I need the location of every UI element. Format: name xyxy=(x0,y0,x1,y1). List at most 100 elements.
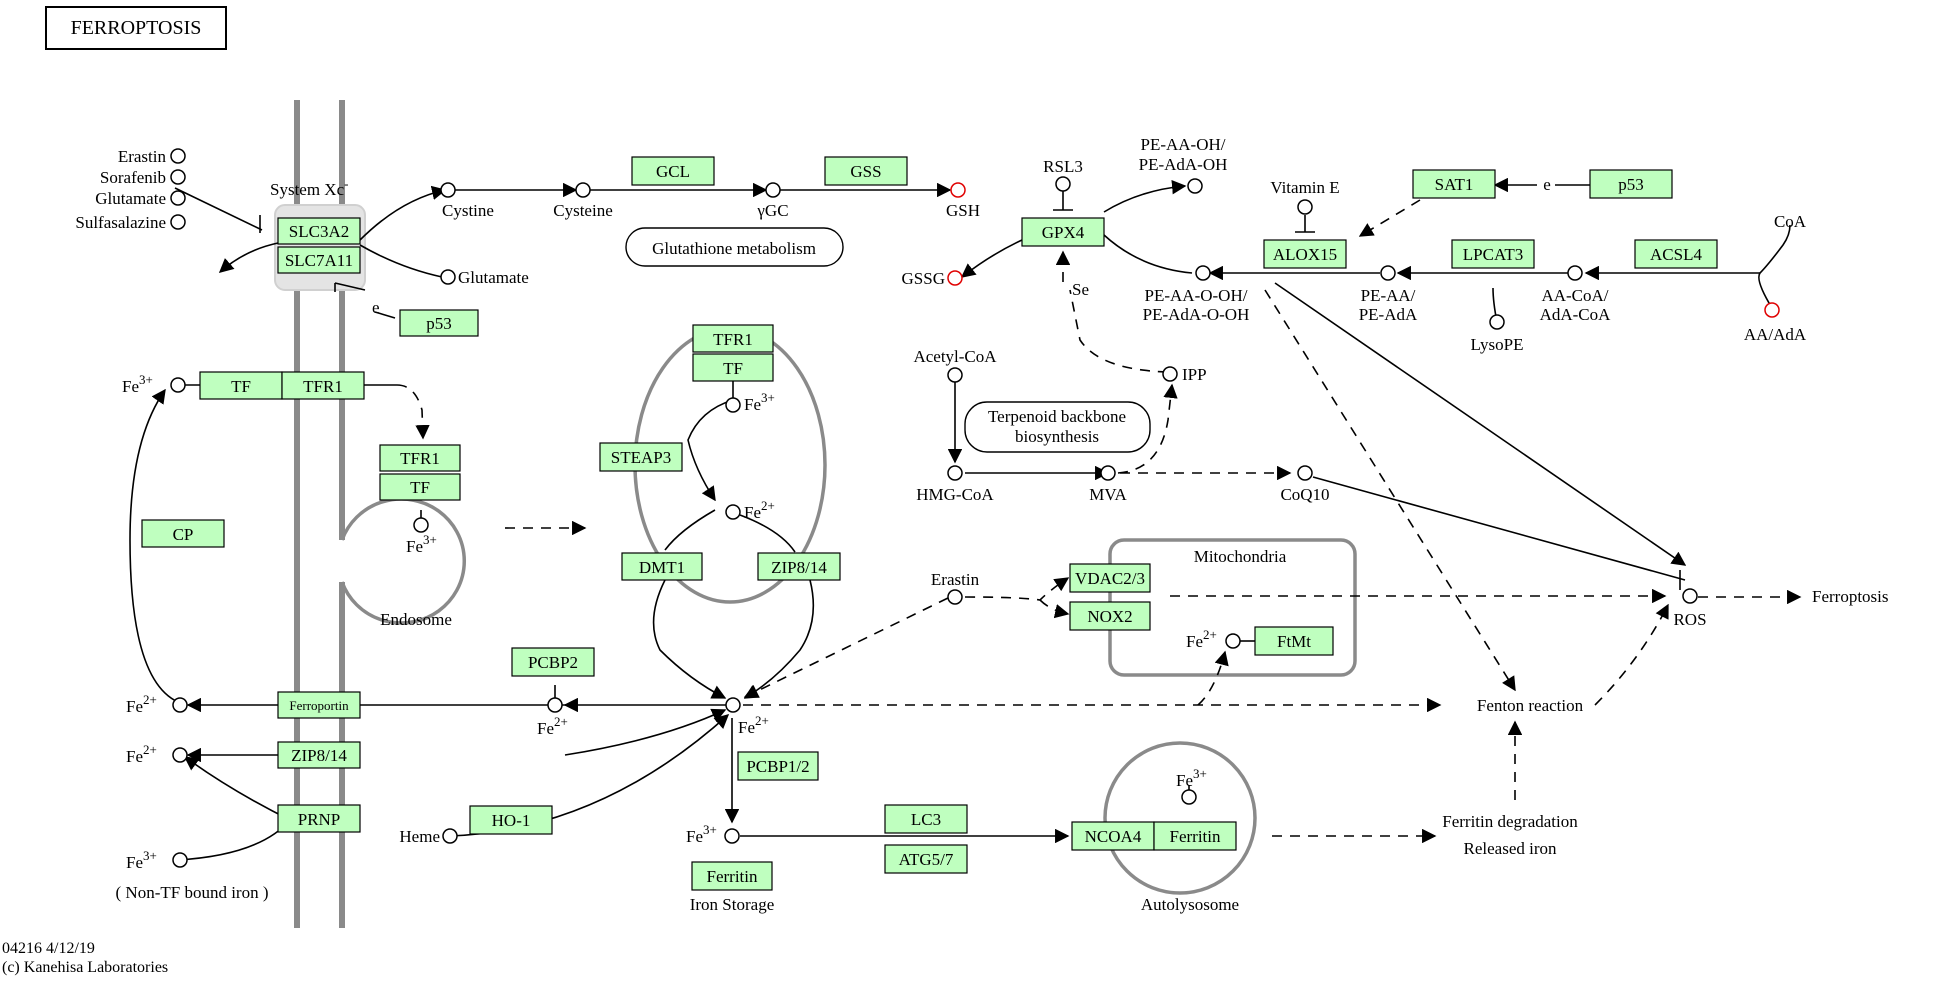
label-fe3-endosome: Fe3+ xyxy=(406,532,437,556)
gene-slc7a11[interactable]: SLC7A11 xyxy=(277,246,361,274)
label-ros: ROS xyxy=(1673,610,1706,629)
label-pe-aa-2: PE-AdA xyxy=(1359,305,1418,324)
fenton-ros-dash xyxy=(1594,603,1669,706)
node-ros[interactable] xyxy=(1682,588,1698,604)
gene-alox15[interactable]: ALOX15 xyxy=(1263,239,1347,269)
glutathione-metabolism-link[interactable] xyxy=(625,227,844,267)
gene-pcbp12[interactable]: PCBP1/2 xyxy=(737,751,819,781)
gene-atg57[interactable]: ATG5/7 xyxy=(884,844,968,874)
node-sorafenib[interactable] xyxy=(170,169,186,185)
node-erastin[interactable] xyxy=(170,148,186,164)
gene-vdac23[interactable]: VDAC2/3 xyxy=(1069,563,1151,593)
svg-text:Ferroportin: Ferroportin xyxy=(289,698,349,713)
node-fe2-zip[interactable] xyxy=(172,747,188,763)
gene-slc3a2[interactable]: SLC3A2 xyxy=(277,217,361,245)
gene-acsl4[interactable]: ACSL4 xyxy=(1634,239,1718,269)
gene-tf-membrane[interactable]: TF xyxy=(199,371,283,400)
gene-tf-vesicle[interactable]: TF xyxy=(692,353,774,382)
title-box xyxy=(45,6,227,50)
gene-tfr1-endosome[interactable]: TFR1 xyxy=(379,444,461,472)
node-fe2-vesicle[interactable] xyxy=(725,504,741,520)
node-fe2-export[interactable] xyxy=(172,697,188,713)
gene-dmt1[interactable]: DMT1 xyxy=(621,552,703,581)
node-fe3-nontf[interactable] xyxy=(172,852,188,868)
node-fe2-mito[interactable] xyxy=(1225,633,1241,649)
gene-cp[interactable]: CP xyxy=(141,519,225,548)
node-rsl3[interactable] xyxy=(1055,176,1071,192)
node-fe2-pcbp2[interactable] xyxy=(547,697,563,713)
gene-p53-left[interactable]: p53 xyxy=(399,309,479,337)
gene-ferroportin[interactable]: Ferroportin xyxy=(277,691,361,719)
label-se: Se xyxy=(1072,280,1089,299)
gene-ho1[interactable]: HO-1 xyxy=(469,805,553,835)
gene-lc3[interactable]: LC3 xyxy=(884,804,968,834)
gene-zip814-membrane[interactable]: ZIP8/14 xyxy=(277,741,361,769)
label-ferritin-deg-1: Ferritin degradation xyxy=(1442,812,1578,831)
node-mva[interactable] xyxy=(1100,465,1116,481)
gene-tfr1-vesicle[interactable]: TFR1 xyxy=(692,324,774,353)
label-fe3-tf: Fe3+ xyxy=(122,372,153,396)
gene-prnp[interactable]: PRNP xyxy=(277,804,361,833)
node-fe2-cytosol[interactable] xyxy=(725,697,741,713)
node-erastin-2[interactable] xyxy=(947,589,963,605)
node-coq10[interactable] xyxy=(1297,465,1313,481)
node-ygc[interactable] xyxy=(765,182,781,198)
gene-ncoa4[interactable]: NCOA4 xyxy=(1071,821,1155,851)
label-fe2-mito: Fe2+ xyxy=(1186,627,1217,651)
gene-nox2[interactable]: NOX2 xyxy=(1069,601,1151,631)
node-fe3-storage[interactable] xyxy=(724,828,740,844)
gene-p53-right[interactable]: p53 xyxy=(1589,169,1673,199)
label-e-right: e xyxy=(1543,175,1551,194)
gene-pcbp2[interactable]: PCBP2 xyxy=(511,647,595,677)
arrow-peooh-ros xyxy=(1274,282,1687,566)
node-gsh[interactable] xyxy=(950,182,966,198)
svg-text:NCOA4: NCOA4 xyxy=(1085,827,1142,846)
node-pe-aa-oh[interactable] xyxy=(1187,178,1203,194)
node-lysope[interactable] xyxy=(1489,314,1505,330)
gene-sat1[interactable]: SAT1 xyxy=(1412,169,1496,199)
gene-lpcat3[interactable]: LPCAT3 xyxy=(1451,239,1535,269)
tfr1-endocytosis-dash xyxy=(396,384,430,440)
node-fe3-tf[interactable] xyxy=(170,377,186,393)
label-aacoa-2: AdA-CoA xyxy=(1540,305,1612,324)
gene-tf-endosome[interactable]: TF xyxy=(379,473,461,501)
node-cystine[interactable] xyxy=(440,182,456,198)
node-pe-ooh[interactable] xyxy=(1195,265,1211,281)
node-fe3-endosome[interactable] xyxy=(413,517,429,533)
terpenoid-link[interactable] xyxy=(964,401,1151,453)
gene-zip814-vesicle[interactable]: ZIP8/14 xyxy=(757,552,841,581)
gene-steap3[interactable]: STEAP3 xyxy=(599,442,683,472)
label-e-left: e xyxy=(372,298,380,317)
label-vitamin-e: Vitamin E xyxy=(1270,178,1339,197)
node-ipp[interactable] xyxy=(1162,366,1178,382)
node-aa-coa[interactable] xyxy=(1567,265,1583,281)
gene-gss[interactable]: GSS xyxy=(824,156,908,186)
gene-ferritin-autolysosome[interactable]: Ferritin xyxy=(1153,821,1237,851)
label-heme: Heme xyxy=(399,827,440,846)
node-cysteine[interactable] xyxy=(575,182,591,198)
node-fe3-vesicle[interactable] xyxy=(725,397,741,413)
zip-mem-arrow xyxy=(564,708,727,756)
node-glutamate-out[interactable] xyxy=(440,269,456,285)
node-heme[interactable] xyxy=(442,828,458,844)
gene-gpx4[interactable]: GPX4 xyxy=(1021,217,1105,247)
node-fe3-autolysosome[interactable] xyxy=(1181,789,1197,805)
svg-text:LPCAT3: LPCAT3 xyxy=(1463,245,1523,264)
node-acetyl-coa[interactable] xyxy=(947,367,963,383)
gene-tfr1-membrane[interactable]: TFR1 xyxy=(281,371,365,400)
node-hmg-coa[interactable] xyxy=(947,465,963,481)
dmt1-fe2-arrow xyxy=(652,579,727,699)
gene-gcl[interactable]: GCL xyxy=(631,156,715,186)
fe2-zip-line xyxy=(739,514,796,553)
node-sulfasalazine[interactable] xyxy=(170,214,186,230)
label-erastin-2: Erastin xyxy=(931,570,980,589)
gene-ferritin-storage[interactable]: Ferritin xyxy=(691,861,773,891)
node-gssg[interactable] xyxy=(947,270,963,286)
node-pe-aa[interactable] xyxy=(1380,265,1396,281)
node-aa-ada[interactable] xyxy=(1764,302,1780,318)
gene-ftmt[interactable]: FtMt xyxy=(1254,626,1334,656)
node-vitamin-e[interactable] xyxy=(1297,199,1313,215)
node-glutamate-in[interactable] xyxy=(170,190,186,206)
ipp-se-dash xyxy=(1069,289,1169,373)
